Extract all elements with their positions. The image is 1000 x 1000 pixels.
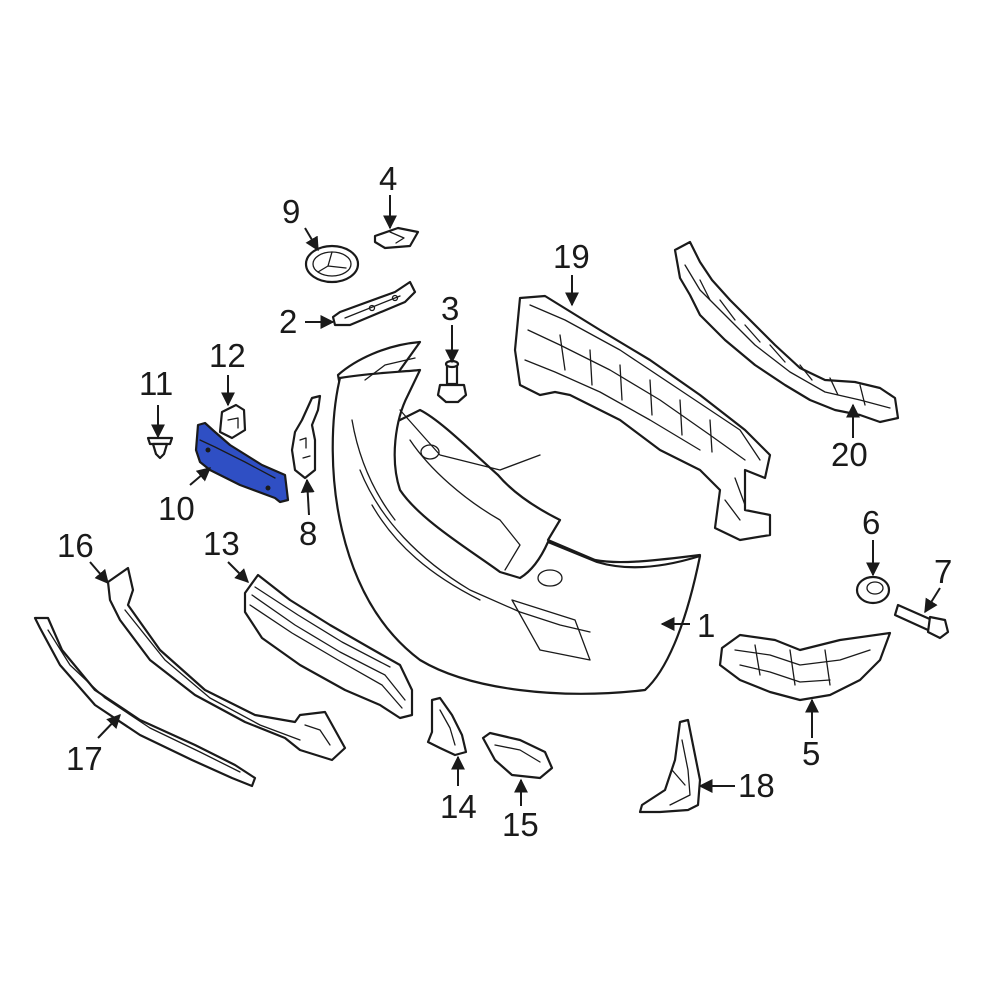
callout-4: 4 bbox=[379, 160, 397, 197]
callout-10: 10 bbox=[158, 490, 195, 527]
callout-11: 11 bbox=[139, 365, 173, 402]
part-17-trim-strip[interactable] bbox=[33, 616, 257, 788]
callout-9: 9 bbox=[282, 193, 300, 230]
callout-19: 19 bbox=[553, 238, 590, 275]
callout-17: 17 bbox=[66, 740, 103, 777]
callout-5: 5 bbox=[802, 735, 820, 772]
part-18-side-mount[interactable] bbox=[638, 718, 702, 814]
part-9-emblem[interactable] bbox=[304, 244, 360, 284]
part-12-bracket[interactable] bbox=[218, 403, 247, 440]
part-3-bolt[interactable] bbox=[436, 359, 468, 404]
callout-3: 3 bbox=[441, 290, 459, 327]
part-4-clip-nut[interactable] bbox=[373, 226, 420, 250]
part-15-cover[interactable] bbox=[481, 731, 554, 780]
part-19-upper-support[interactable] bbox=[513, 294, 772, 542]
callout-labels: 1 2 3 4 5 6 7 8 9 10 11 12 13 14 15 16 1… bbox=[57, 160, 952, 843]
part-8-insert[interactable] bbox=[290, 394, 322, 480]
part-7-bolt[interactable] bbox=[893, 603, 950, 640]
callout-8: 8 bbox=[299, 515, 317, 552]
callout-13: 13 bbox=[203, 525, 240, 562]
part-16-bracket[interactable] bbox=[106, 566, 347, 762]
part-1-bumper-cover[interactable] bbox=[331, 340, 702, 695]
part-14-bracket[interactable] bbox=[426, 696, 468, 757]
callout-7: 7 bbox=[934, 553, 952, 590]
part-20-absorber[interactable] bbox=[673, 240, 900, 424]
part-6-grommet[interactable] bbox=[855, 575, 891, 605]
callout-20: 20 bbox=[831, 436, 868, 473]
part-5-side-bracket[interactable] bbox=[718, 631, 892, 702]
leader-lines bbox=[89, 195, 941, 806]
callout-12: 12 bbox=[209, 337, 246, 374]
callout-15: 15 bbox=[502, 806, 539, 843]
part-11-push-clip[interactable] bbox=[146, 436, 174, 460]
part-2-bracket[interactable] bbox=[331, 280, 417, 327]
part-13-grille[interactable] bbox=[243, 573, 414, 720]
callout-14: 14 bbox=[440, 788, 477, 825]
callout-6: 6 bbox=[862, 504, 880, 541]
callout-18: 18 bbox=[738, 767, 775, 804]
callout-1: 1 bbox=[697, 607, 715, 644]
callout-2: 2 bbox=[279, 303, 297, 340]
part-10-license-bracket[interactable] bbox=[194, 421, 290, 504]
callout-16: 16 bbox=[57, 527, 94, 564]
